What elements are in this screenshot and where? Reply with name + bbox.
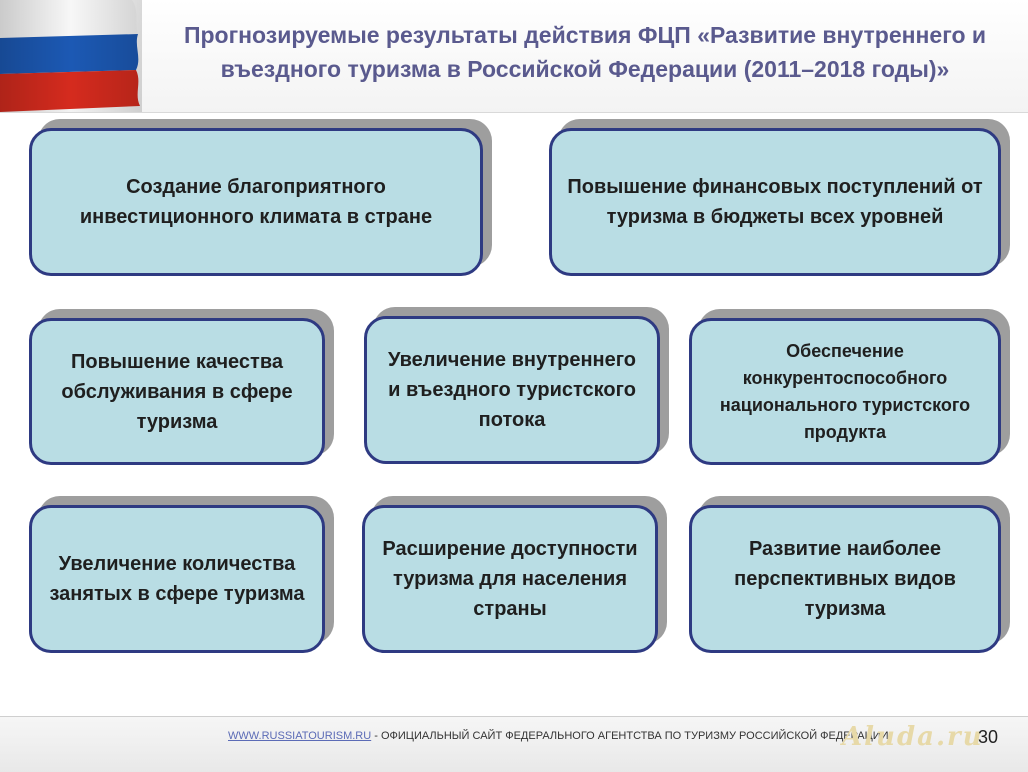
watermark: Aluda.ru	[842, 722, 984, 752]
footer-source-text: - ОФИЦИАЛЬНЫЙ САЙТ ФЕДЕРАЛЬНОГО АГЕНТСТВ…	[371, 730, 889, 742]
result-box-investment-climate: Создание благоприятного инвестиционного …	[29, 128, 483, 276]
result-box-label: Обеспечение конкурентоспособного национа…	[719, 340, 971, 442]
header: Прогнозируемые результаты действия ФЦП «…	[0, 0, 1028, 113]
result-box-accessibility: Расширение доступности туризма для насел…	[362, 505, 658, 653]
result-box-label: Увеличение внутреннего и въездного турис…	[387, 349, 637, 431]
result-box-service-quality: Повышение качества обслуживания в сфере …	[29, 318, 325, 465]
footer: WWW.RUSSIATOURISM.RU - ОФИЦИАЛЬНЫЙ САЙТ …	[0, 716, 1028, 772]
footer-source: WWW.RUSSIATOURISM.RU - ОФИЦИАЛЬНЫЙ САЙТ …	[228, 730, 889, 742]
result-box-financial-revenue: Повышение финансовых поступлений от тури…	[549, 128, 1001, 276]
result-box-label: Развитие наиболее перспективных видов ту…	[734, 538, 956, 620]
result-box-label: Повышение качества обслуживания в сфере …	[61, 350, 293, 433]
result-box-label: Создание благоприятного инвестиционного …	[79, 176, 433, 228]
page-number: 30	[978, 727, 999, 747]
footer-site-link[interactable]: WWW.RUSSIATOURISM.RU	[228, 730, 372, 742]
result-box-label: Расширение доступности туризма для насел…	[382, 538, 638, 620]
result-box-promising-tourism: Развитие наиболее перспективных видов ту…	[689, 505, 1001, 653]
result-box-competitive-product: Обеспечение конкурентоспособного национа…	[689, 318, 1001, 465]
result-box-label: Увеличение количества занятых в сфере ту…	[49, 553, 305, 605]
russian-flag-icon	[0, 0, 142, 112]
page-title: Прогнозируемые результаты действия ФЦП «…	[183, 22, 987, 82]
result-box-tourist-flow: Увеличение внутреннего и въездного турис…	[364, 316, 660, 464]
result-box-label: Повышение финансовых поступлений от тури…	[567, 176, 983, 228]
result-box-employment: Увеличение количества занятых в сфере ту…	[29, 505, 325, 653]
